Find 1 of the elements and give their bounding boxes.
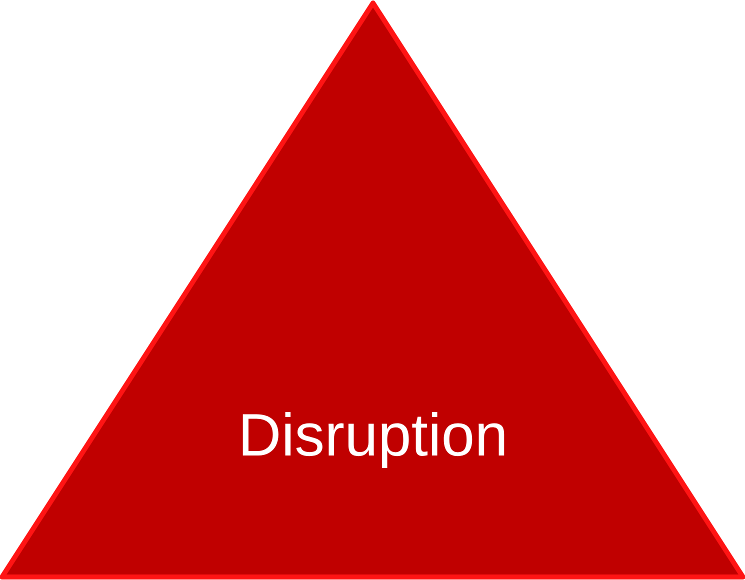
triangle: Disruption	[0, 0, 745, 580]
